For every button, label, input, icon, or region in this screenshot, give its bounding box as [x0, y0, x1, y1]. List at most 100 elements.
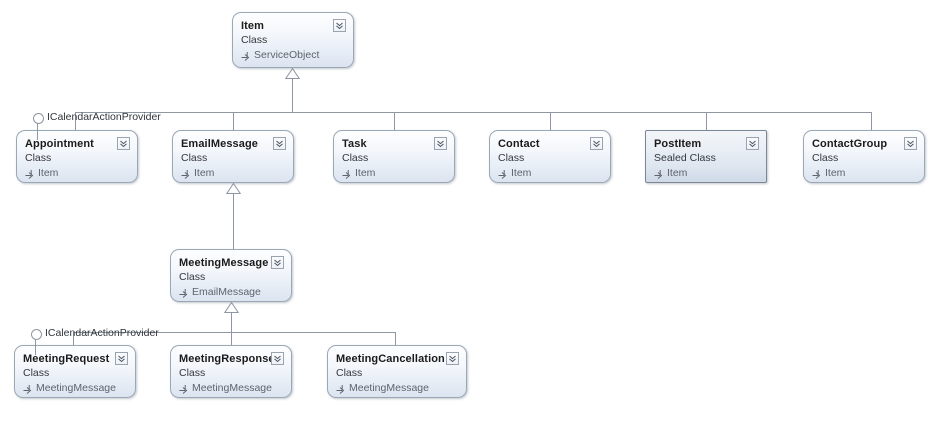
base-class-arrow-icon — [179, 384, 188, 394]
connector-drop-meetingrequest — [73, 332, 74, 345]
chevron-double-down-icon[interactable] — [446, 352, 459, 365]
class-base-name: Item — [355, 167, 376, 179]
connector-drop-contact — [550, 112, 551, 130]
interface-lollipop-icon — [31, 329, 42, 340]
class-kind: Class — [812, 152, 839, 164]
class-kind: Class — [179, 271, 206, 283]
interface-lollipop-icon — [33, 113, 44, 124]
chevron-double-down-icon[interactable] — [271, 256, 284, 269]
class-base-row: MeetingMessage — [179, 381, 283, 396]
class-box-contactgroup[interactable]: ContactGroup Class Item — [803, 130, 925, 183]
chevron-double-down-icon[interactable] — [904, 137, 917, 150]
class-kind: Sealed Class — [654, 152, 716, 164]
base-class-arrow-icon — [498, 169, 507, 179]
class-box-emailmessage[interactable]: EmailMessage Class Item — [172, 130, 294, 183]
chevron-double-down-icon[interactable] — [271, 352, 284, 365]
class-base-name: Item — [825, 167, 846, 179]
chevron-double-down-icon[interactable] — [590, 137, 603, 150]
class-box-task[interactable]: Task Class Item — [333, 130, 455, 183]
class-name: MeetingRequest — [23, 353, 110, 365]
class-name: Item — [241, 20, 265, 32]
class-kind: Class — [498, 152, 525, 164]
class-name: EmailMessage — [181, 138, 259, 150]
base-class-arrow-icon — [241, 51, 250, 61]
connector-bus-meetingmessage — [73, 332, 395, 333]
inheritance-triangle-item — [285, 68, 300, 79]
chevron-double-down-icon[interactable] — [115, 352, 128, 365]
base-class-arrow-icon — [654, 169, 663, 179]
chevron-double-down-icon[interactable] — [273, 137, 286, 150]
connector-drop-appointment — [75, 112, 76, 130]
class-kind: Class — [25, 152, 52, 164]
class-base-row: EmailMessage — [179, 285, 283, 300]
base-class-arrow-icon — [23, 384, 32, 394]
class-kind: Class — [342, 152, 369, 164]
connector-drop-contactgroup — [871, 112, 872, 130]
class-name: MeetingResponse — [179, 353, 275, 365]
chevron-double-down-icon[interactable] — [434, 137, 447, 150]
class-base-row: MeetingMessage — [336, 381, 458, 396]
base-class-arrow-icon — [179, 288, 188, 298]
connector-drop-task — [394, 112, 395, 130]
chevron-double-down-icon[interactable] — [333, 19, 346, 32]
base-class-arrow-icon — [342, 169, 351, 179]
class-name: PostItem — [654, 138, 702, 150]
class-kind: Class — [23, 367, 50, 379]
base-class-arrow-icon — [25, 169, 34, 179]
class-kind: Class — [336, 367, 363, 379]
class-base-row: Item — [342, 166, 446, 181]
class-name: ContactGroup — [812, 138, 888, 150]
class-base-name: Item — [38, 167, 59, 179]
class-kind: Class — [179, 367, 206, 379]
class-box-meetingcancellation[interactable]: MeetingCancellation Class MeetingMessage — [327, 345, 467, 398]
base-class-arrow-icon — [812, 169, 821, 179]
interface-label-appointment: ICalendarActionProvider — [47, 111, 161, 123]
class-box-meetingresponse[interactable]: MeetingResponse Class MeetingMessage — [170, 345, 292, 398]
class-box-appointment[interactable]: Appointment Class Item — [16, 130, 138, 183]
connector-drop-postitem — [706, 112, 707, 130]
class-base-name: MeetingMessage — [192, 382, 272, 394]
class-base-name: EmailMessage — [192, 286, 261, 298]
chevron-double-down-icon[interactable] — [117, 137, 130, 150]
class-base-name: Item — [667, 167, 688, 179]
class-base-name: Item — [194, 167, 215, 179]
interface-lollipop-stem — [37, 123, 38, 140]
class-base-name: MeetingMessage — [36, 382, 116, 394]
inheritance-triangle-emailmessage — [226, 183, 241, 194]
class-name: MeetingCancellation — [336, 353, 445, 365]
class-kind: Class — [181, 152, 208, 164]
class-base-name: ServiceObject — [254, 49, 320, 61]
class-box-postitem[interactable]: PostItem Sealed Class Item — [645, 130, 767, 183]
class-name: Appointment — [25, 138, 94, 150]
connector-emailmessage-to-meetingmessage — [233, 194, 234, 249]
connector-bus-item — [75, 112, 871, 113]
base-class-arrow-icon — [181, 169, 190, 179]
class-base-row: Item — [812, 166, 916, 181]
class-kind: Class — [241, 34, 268, 46]
class-base-name: MeetingMessage — [349, 382, 429, 394]
interface-lollipop-stem — [35, 339, 36, 355]
class-box-item[interactable]: Item Class ServiceObject — [232, 12, 354, 68]
connector-drop-emailmessage — [233, 112, 234, 130]
base-class-arrow-icon — [336, 384, 345, 394]
chevron-double-down-icon[interactable] — [746, 137, 759, 150]
class-name: Contact — [498, 138, 540, 150]
class-base-row: MeetingMessage — [23, 381, 127, 396]
class-base-row: ServiceObject — [241, 48, 345, 63]
class-box-contact[interactable]: Contact Class Item — [489, 130, 611, 183]
class-box-meetingmessage[interactable]: MeetingMessage Class EmailMessage — [170, 249, 292, 302]
inheritance-triangle-meetingmessage — [224, 302, 239, 313]
interface-label-meetingrequest: ICalendarActionProvider — [45, 327, 159, 339]
class-base-row: Item — [498, 166, 602, 181]
connector-item-stem-lower — [292, 79, 293, 112]
class-base-row: Item — [181, 166, 285, 181]
class-box-meetingrequest[interactable]: MeetingRequest Class MeetingMessage — [14, 345, 136, 398]
class-base-name: Item — [511, 167, 532, 179]
connector-drop-meetingcancellation — [395, 332, 396, 345]
class-name: Task — [342, 138, 367, 150]
class-base-row: Item — [654, 166, 758, 181]
connector-meetingmessage-stem — [231, 313, 232, 332]
connector-drop-meetingresponse — [231, 332, 232, 345]
class-base-row: Item — [25, 166, 129, 181]
